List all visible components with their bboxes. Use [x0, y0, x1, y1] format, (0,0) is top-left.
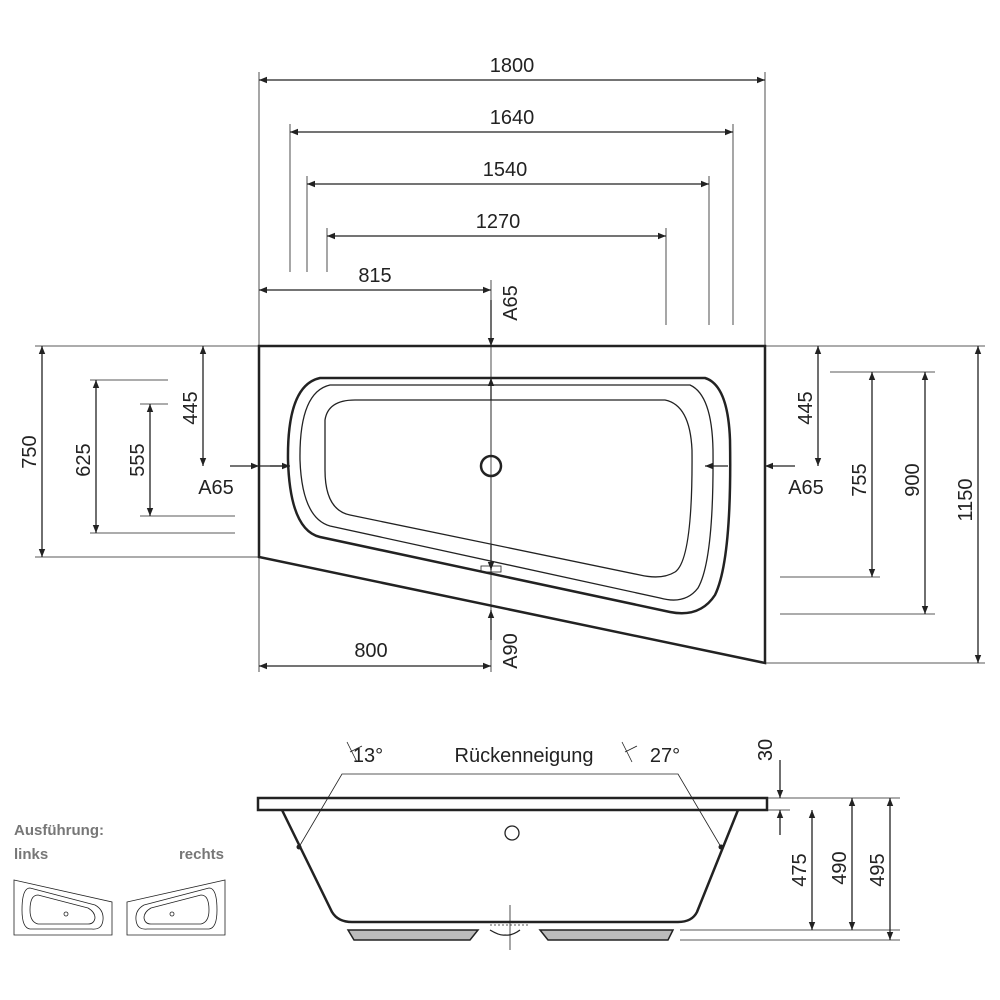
angle-left-label: 13°	[353, 745, 383, 767]
dim-445-left: 445	[180, 391, 202, 424]
dim-900: 900	[902, 463, 924, 496]
variants-title: Ausführung:	[14, 822, 104, 839]
dim-1800: 1800	[490, 55, 535, 77]
dim-490: 490	[829, 851, 851, 884]
marker-a90-bottom: A90	[500, 633, 522, 669]
top-dimensions: 1800 1640 1540 1270 815 800	[259, 55, 765, 670]
variant-left-label: links	[14, 846, 48, 863]
dim-1640: 1640	[490, 107, 535, 129]
variant-right-label: rechts	[179, 846, 224, 863]
overflow-icon	[504, 825, 520, 841]
dim-1270: 1270	[476, 211, 521, 233]
marker-a65-left: A65	[198, 477, 234, 499]
dim-755: 755	[849, 463, 871, 496]
dim-800: 800	[354, 640, 387, 662]
variant-right-icon	[126, 879, 226, 936]
left-dimensions: 750 625 555 445	[19, 346, 207, 557]
dim-555: 555	[127, 443, 149, 476]
variants: Ausführung: links rechts	[13, 822, 226, 936]
right-dimensions: 445 755 900 1150	[795, 346, 982, 663]
dim-1540: 1540	[483, 159, 528, 181]
dim-445-right: 445	[795, 391, 817, 424]
variant-left-icon	[13, 879, 113, 936]
marker-a65-right: A65	[788, 477, 824, 499]
dim-1150: 1150	[955, 478, 977, 521]
dim-625: 625	[73, 443, 95, 476]
dim-30: 30	[755, 739, 777, 761]
dim-750: 750	[19, 435, 41, 468]
angle-right-label: 27°	[650, 745, 680, 767]
dim-815: 815	[358, 265, 391, 287]
back-slope-caption: Rückenneigung	[455, 745, 594, 767]
dim-475: 475	[789, 853, 811, 886]
dim-495: 495	[867, 853, 889, 886]
plan-view-tub: A65 A65 A65 A90	[198, 285, 824, 669]
marker-a65-top: A65	[500, 285, 522, 321]
side-view-tub: 13° Rückenneigung 27° 30 475 490 495	[256, 739, 900, 950]
